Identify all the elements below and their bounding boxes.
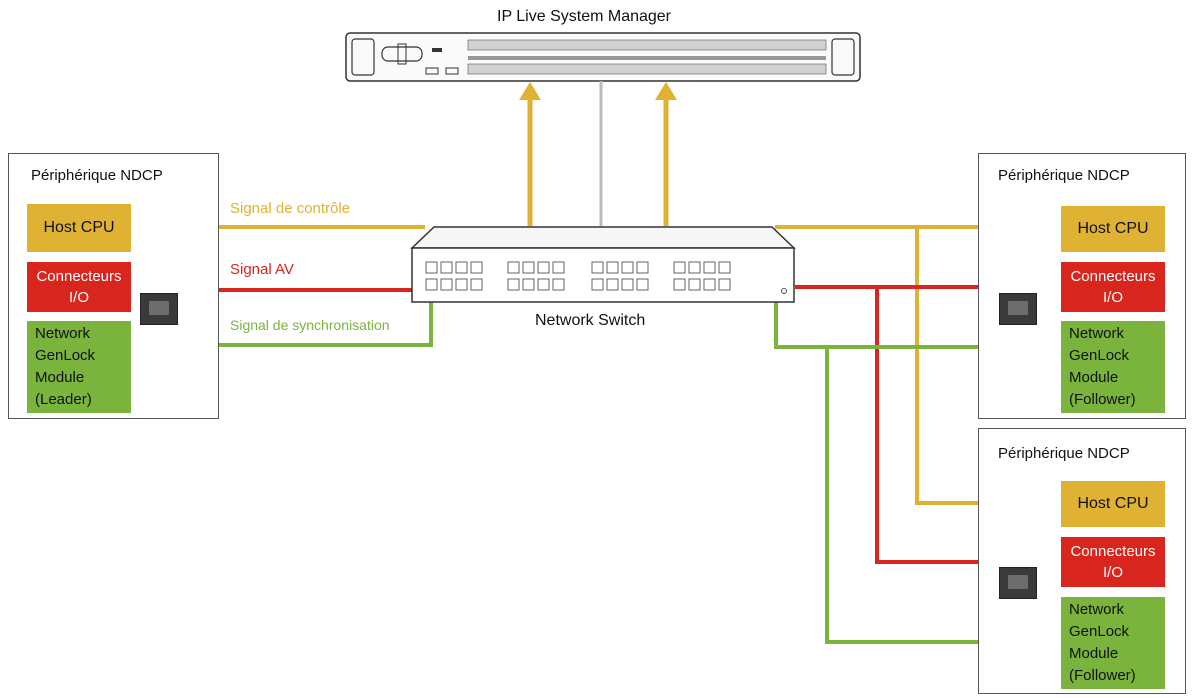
genlock-line: (Follower) xyxy=(1069,391,1136,408)
io-line-2: I/O xyxy=(68,289,89,306)
device-panel-follower-2: Périphérique NDCP Host CPU Connecteurs I… xyxy=(978,428,1186,694)
genlock-line: Network xyxy=(35,325,91,342)
device-panel-follower-1: Périphérique NDCP Host CPU Connecteurs I… xyxy=(978,153,1186,419)
host-cpu-block: Host CPU xyxy=(1061,206,1165,252)
io-line-1: Connecteurs xyxy=(36,268,122,285)
genlock-line: Module xyxy=(35,369,85,386)
io-line-2: I/O xyxy=(1102,564,1123,581)
genlock-module-block: Network GenLock Module (Follower) xyxy=(1061,321,1165,413)
io-connectors-block: Connecteurs I/O xyxy=(1061,262,1165,312)
manager-title: IP Live System Manager xyxy=(497,8,672,25)
server-chassis-icon xyxy=(345,32,861,82)
control-signal-label: Signal de contrôle xyxy=(230,200,351,217)
device-title: Périphérique NDCP xyxy=(31,167,163,184)
genlock-line: Network xyxy=(1069,601,1125,618)
genlock-line: Network xyxy=(1069,325,1125,342)
sync-signal-label: Signal de synchronisation xyxy=(230,317,390,333)
av-signal-label: Signal AV xyxy=(230,261,294,278)
ethernet-port-icon xyxy=(999,567,1037,599)
genlock-line: (Follower) xyxy=(1069,667,1136,684)
ethernet-port-icon xyxy=(999,293,1037,325)
genlock-line: GenLock xyxy=(1069,347,1130,364)
device-title: Périphérique NDCP xyxy=(998,167,1130,184)
genlock-line: Module xyxy=(1069,645,1119,662)
genlock-line: (Leader) xyxy=(35,391,92,408)
device-panel-leader: Périphérique NDCP Host CPU Connecteurs I… xyxy=(8,153,219,419)
host-cpu-block: Host CPU xyxy=(27,204,131,252)
io-line-1: Connecteurs xyxy=(1070,543,1156,560)
io-line-1: Connecteurs xyxy=(1070,268,1156,285)
genlock-module-block: Network GenLock Module (Follower) xyxy=(1061,597,1165,689)
io-connectors-block: Connecteurs I/O xyxy=(27,262,131,312)
network-switch-icon xyxy=(410,226,796,303)
io-line-2: I/O xyxy=(1102,289,1123,306)
genlock-line: GenLock xyxy=(35,347,96,364)
genlock-line: Module xyxy=(1069,369,1119,386)
io-connectors-block: Connecteurs I/O xyxy=(1061,537,1165,587)
genlock-line: GenLock xyxy=(1069,623,1130,640)
device-title: Périphérique NDCP xyxy=(998,445,1130,462)
host-cpu-block: Host CPU xyxy=(1061,481,1165,527)
switch-label: Network Switch xyxy=(535,312,646,329)
ethernet-port-icon xyxy=(140,293,178,325)
genlock-module-block: Network GenLock Module (Leader) xyxy=(27,321,131,413)
